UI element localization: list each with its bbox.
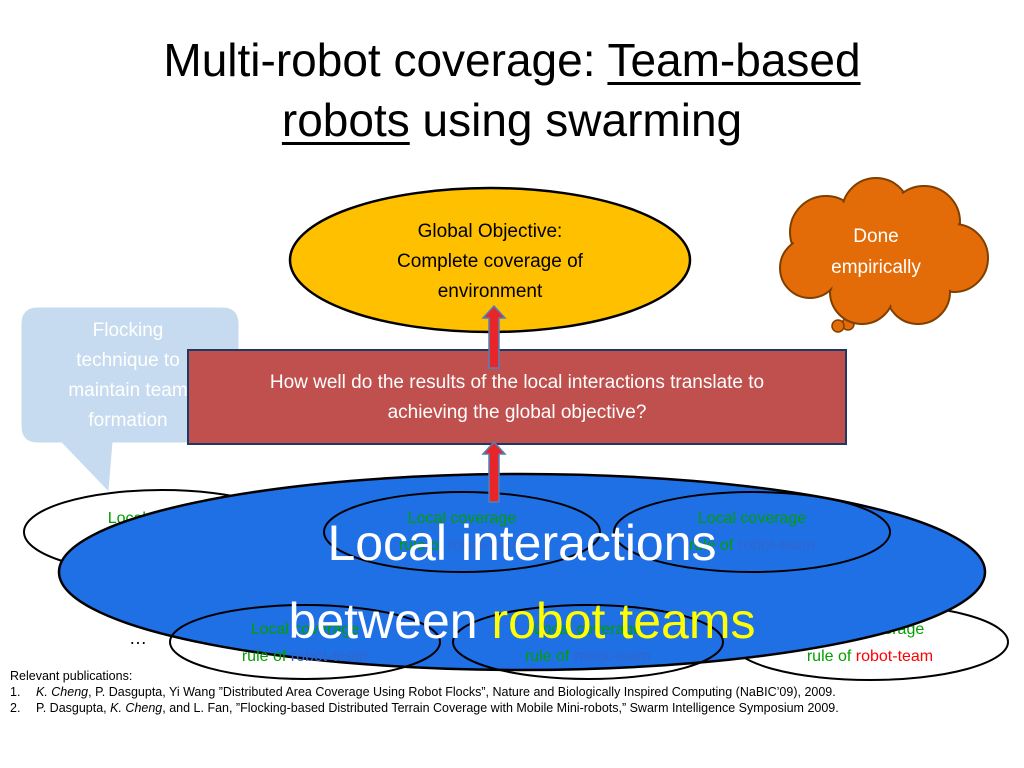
cloud-line2: empirically xyxy=(831,257,921,278)
team-label-line1: Local coverage xyxy=(251,621,360,638)
callout-line1: Flocking xyxy=(93,320,164,341)
local-interactions-line2: between robot teams xyxy=(289,593,756,649)
team-label-line1: Local coverage xyxy=(698,510,807,527)
callout-line4: formation xyxy=(88,410,167,431)
callout-line2: technique to xyxy=(76,350,180,371)
team-label-line2: rule of robot-team xyxy=(525,648,651,665)
upward-arrow-lower xyxy=(481,440,507,503)
publication-number: 2. xyxy=(10,701,21,715)
title-part-2: Team-based xyxy=(607,34,861,86)
objective-line2: Complete coverage of xyxy=(397,251,584,272)
slide-title: Multi-robot coverage: Team-based robots … xyxy=(0,30,1024,150)
local-interactions-ellipse xyxy=(57,472,987,672)
team-ellipse-bottom-center: Local coverage rule of robot-team xyxy=(452,604,724,680)
team-label-line2: rule of robot-team xyxy=(689,537,815,554)
team-ellipse-bottom-left: Local coverage rule of robot-team xyxy=(169,604,441,680)
publication-item-2: 2. P. Dasgupta, K. Cheng, and L. Fan, ”Fl… xyxy=(10,700,1010,716)
flocking-callout: Flocking technique to maintain team form… xyxy=(21,307,239,492)
publication-author-italic: K. Cheng xyxy=(110,701,163,715)
team-label-line2: rule of robot-team xyxy=(807,648,933,665)
title-part-1: Multi-robot coverage: xyxy=(163,34,608,86)
local-interactions-line1: Local interactions xyxy=(327,515,716,571)
global-objective-ellipse: Global Objective: Complete coverage of e… xyxy=(288,186,692,334)
team-label-line2: rule of robot-team xyxy=(242,648,368,665)
publications: Relevant publications: 1.K. Cheng, P. Da… xyxy=(10,668,1010,716)
publication-author-italic: K. Cheng xyxy=(36,685,89,699)
team-label-line1: Local coverage xyxy=(534,621,643,638)
title-part-4: using swarming xyxy=(409,94,743,146)
upward-arrow-upper xyxy=(481,304,507,369)
team-label-line2: rule of robot-team xyxy=(399,537,525,554)
callout-line3: maintain team xyxy=(68,380,187,401)
question-line1: How well do the results of the local int… xyxy=(270,372,764,393)
publication-item-1: 1. K. Cheng, P. Dasgupta, Yi Wang ”Distri… xyxy=(10,684,1010,700)
team-ellipse-top-right: Local coverage rule of robot-team xyxy=(613,491,891,573)
team-ellipse-top-center: Local coverage rule of robot-team xyxy=(323,491,601,573)
question-line2: achieving the global objective? xyxy=(388,402,647,423)
question-box: How well do the results of the local int… xyxy=(187,349,847,445)
ellipsis-left: … xyxy=(129,628,147,648)
publication-rest: , and L. Fan, ”Flocking-based Distribute… xyxy=(162,701,839,715)
title-part-3: robots xyxy=(281,94,410,146)
publication-authors-pre: P. Dasgupta, xyxy=(36,701,111,715)
done-empirically-cloud: Done empirically xyxy=(779,177,989,333)
publications-heading: Relevant publications: xyxy=(10,669,133,683)
cloud-line1: Done xyxy=(853,226,898,247)
objective-line3: environment xyxy=(438,281,543,302)
team-label-line1: Local coverage xyxy=(408,510,517,527)
publication-rest: , P. Dasgupta, Yi Wang ”Distributed Area… xyxy=(88,685,836,699)
objective-line1: Global Objective: xyxy=(418,221,563,242)
publication-number: 1. xyxy=(10,685,21,699)
